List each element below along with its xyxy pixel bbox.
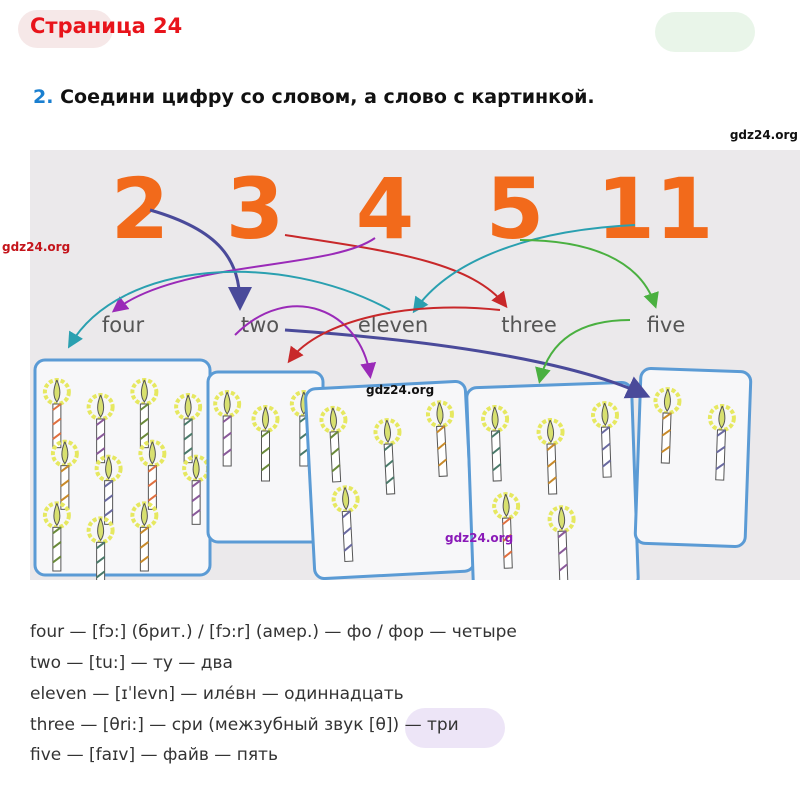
transcription-line: two — [tu:] — ту — два xyxy=(30,653,233,673)
number-4: 4 xyxy=(356,160,414,258)
watermark: gdz24.org xyxy=(729,128,798,142)
arrow-three-card xyxy=(287,306,501,364)
page-title: Страница 24 xyxy=(30,14,183,38)
candle xyxy=(481,404,510,482)
watermark: gdz24.org xyxy=(366,383,435,397)
candle xyxy=(251,405,280,482)
candle xyxy=(547,505,576,580)
candle xyxy=(319,405,348,483)
candle xyxy=(425,400,454,477)
arrow-11-eleven xyxy=(412,224,636,314)
watermark: gdz24.org xyxy=(445,531,514,545)
candle xyxy=(138,439,167,510)
candle xyxy=(50,439,79,510)
candle-card-5[interactable] xyxy=(633,366,753,549)
arrow-eleven-card xyxy=(234,305,377,379)
candle xyxy=(130,378,159,449)
candle xyxy=(42,378,71,449)
watermark-blob xyxy=(655,12,755,52)
candle xyxy=(591,401,620,478)
candle-card-4[interactable] xyxy=(465,381,640,580)
arrow-five-card xyxy=(535,319,631,384)
candle xyxy=(213,390,242,467)
candle xyxy=(707,403,736,481)
arrows-group xyxy=(67,208,659,399)
candle xyxy=(536,418,565,495)
candle xyxy=(331,485,360,562)
candle xyxy=(130,501,159,572)
candle-card-3[interactable] xyxy=(304,379,476,580)
word-three: three xyxy=(501,313,557,337)
transcription-line: five — [faɪv] — файв — пять xyxy=(30,745,278,765)
candle xyxy=(492,492,521,569)
candle xyxy=(86,393,115,464)
candle xyxy=(373,418,402,495)
arrow-5-five xyxy=(519,239,659,309)
transcription-line: three — [θri:] — сри (межзубный звук [θ]… xyxy=(30,715,459,735)
number-5: 5 xyxy=(486,160,544,258)
task-number: 2. xyxy=(33,86,54,108)
watermark-blob xyxy=(18,10,113,48)
candle xyxy=(42,501,71,572)
candle xyxy=(174,393,203,464)
cards-group xyxy=(33,358,753,580)
task-heading: 2. Соедини цифру со словом, а слово с ка… xyxy=(33,86,595,108)
arrow-4-four xyxy=(111,237,376,313)
candle-card-2[interactable] xyxy=(206,370,325,544)
arrow-3-three xyxy=(284,234,508,309)
watermark: gdz24.org xyxy=(2,240,71,254)
transcription-line: eleven — [ɪˈlevn] — иле́вн — одиннадцать xyxy=(30,684,404,704)
word-four: four xyxy=(102,313,145,337)
candle xyxy=(94,454,123,525)
arrow-four-card xyxy=(67,270,391,349)
number-11: 11 xyxy=(597,160,714,258)
candle xyxy=(653,387,682,464)
number-2: 2 xyxy=(111,160,169,258)
arrow-2-two xyxy=(149,208,252,311)
word-five: five xyxy=(647,313,686,337)
candle xyxy=(86,516,115,580)
candle-card-1[interactable] xyxy=(33,358,212,580)
number-3: 3 xyxy=(226,160,284,258)
watermark-blob xyxy=(405,708,505,748)
arrow-two-card5 xyxy=(284,328,651,399)
transcription-line: four — [fɔ:] (брит.) / [fɔ:r] (амер.) — … xyxy=(30,622,517,642)
task-text: Соедини цифру со словом, а слово с карти… xyxy=(60,86,595,108)
